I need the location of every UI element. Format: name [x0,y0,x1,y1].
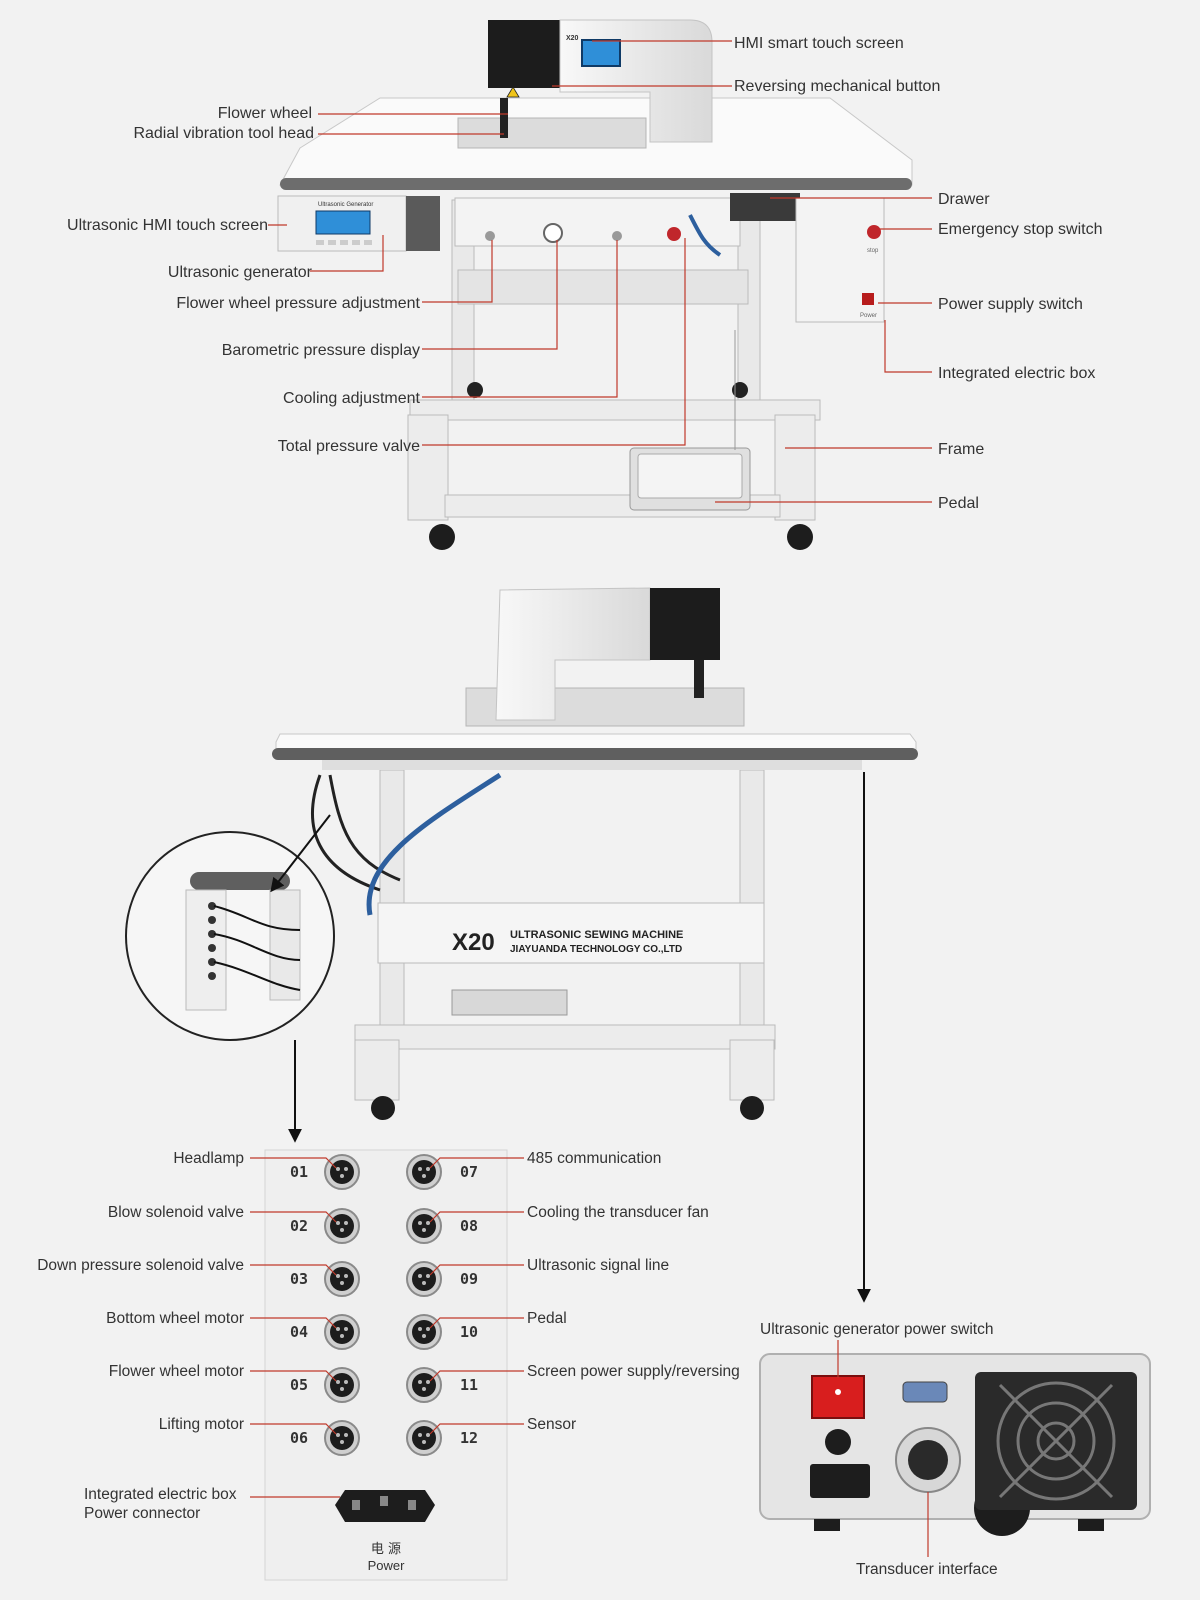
label-transducer-interface: Transducer interface [856,1561,998,1578]
power-supply-switch[interactable] [862,293,874,305]
generator-panel-title: Ultrasonic Generator [318,202,373,208]
port-number: 09 [460,1270,478,1288]
port-number: 03 [290,1270,308,1288]
box-power-label: Power [860,313,877,319]
pointer-arrows [270,772,871,1303]
power-en-label: Power [368,1558,406,1573]
port-label: 485 communication [527,1150,661,1167]
rear-machine-name: ULTRASONIC SEWING MACHINE [510,929,683,941]
port-number: 02 [290,1217,308,1235]
rear-model-label: X20 [452,929,495,956]
port-label: Sensor [527,1416,576,1433]
port-number: 11 [460,1376,478,1394]
label-cooling-adjustment: Cooling adjustment [283,390,421,407]
port-label: Lifting motor [159,1416,244,1433]
rear-machine: X20 ULTRASONIC SEWING MACHINE JIAYUANDA … [272,587,918,1120]
power-cn-label: 电 源 [371,1542,401,1557]
label-flower-wheel-pressure-adjustment: Flower wheel pressure adjustment [176,295,420,312]
port-label: Pedal [527,1310,567,1327]
label-total-pressure-valve: Total pressure valve [278,438,420,455]
port-label: Down pressure solenoid valve [37,1257,244,1274]
port-label: Ultrasonic signal line [527,1257,669,1274]
label-radial-vibration-tool-head: Radial vibration tool head [133,125,314,142]
ultrasonic-hmi-screen[interactable] [315,210,371,235]
port-number: 07 [460,1163,478,1181]
generator-power-switch[interactable] [811,1375,865,1419]
port-label: Blow solenoid valve [108,1204,244,1221]
port-label: Flower wheel motor [109,1363,244,1380]
port-number: 05 [290,1376,308,1394]
port-number: 06 [290,1429,308,1447]
connector-port-09 [406,1261,442,1297]
label-power-connector-line2: Power connector [84,1505,200,1522]
label-drawer: Drawer [938,191,990,208]
connector-port-10 [406,1314,442,1350]
connector-port-06 [324,1420,360,1456]
connector-panel: 01 02 03 04 05 06 07 08 09 10 11 12 电 源 Power Integ… [84,1149,508,1581]
box-stop-label: stop [867,248,879,254]
zoom-detail [125,831,335,1041]
connector-port-03 [324,1261,360,1297]
head-model-label: X20 [566,35,579,42]
port-label: Screen power supply/reversing [527,1363,740,1380]
label-integrated-electric-box: Integrated electric box [938,365,1095,382]
label-pedal: Pedal [938,495,979,512]
connector-port-12 [406,1420,442,1456]
top-leader-lines [268,40,932,503]
label-ultrasonic-hmi-touch-screen: Ultrasonic HMI touch screen [67,217,268,234]
label-power-connector-line1: Integrated electric box [84,1486,237,1503]
label-frame: Frame [938,441,984,458]
port-number: 04 [290,1323,308,1341]
port-label: Cooling the transducer fan [527,1204,709,1221]
label-generator-power-switch: Ultrasonic generator power switch [760,1321,993,1338]
label-emergency-stop-switch: Emergency stop switch [938,221,1103,238]
connector-port-05 [324,1367,360,1403]
port-number: 01 [290,1163,308,1181]
connector-port-02 [324,1208,360,1244]
label-ultrasonic-generator: Ultrasonic generator [168,264,313,281]
port-label: Bottom wheel motor [106,1310,244,1327]
port-number: 12 [460,1429,478,1447]
label-reversing-mechanical-button: Reversing mechanical button [734,78,940,95]
connector-port-01 [324,1154,360,1190]
label-flower-wheel: Flower wheel [218,105,312,122]
port-number: 08 [460,1217,478,1235]
rear-banner [377,902,765,964]
top-labels: HMI smart touch screen Reversing mechani… [67,35,1102,512]
connector-port-04 [324,1314,360,1350]
label-hmi-smart-touch-screen: HMI smart touch screen [734,35,904,52]
emergency-stop-button[interactable] [867,225,881,239]
connector-port-07 [406,1154,442,1190]
connector-port-11 [406,1367,442,1403]
generator-back: Ultrasonic generator power switch Transd… [759,1321,1151,1578]
connector-port-08 [406,1208,442,1244]
rear-company-name: JIAYUANDA TECHNOLOGY CO.,LTD [510,944,682,955]
port-label: Headlamp [173,1150,244,1167]
port-number: 10 [460,1323,478,1341]
label-power-supply-switch: Power supply switch [938,296,1083,313]
top-machine: X20 Ultrasonic Generator stop Power [277,19,913,550]
label-barometric-pressure-display: Barometric pressure display [222,342,420,359]
